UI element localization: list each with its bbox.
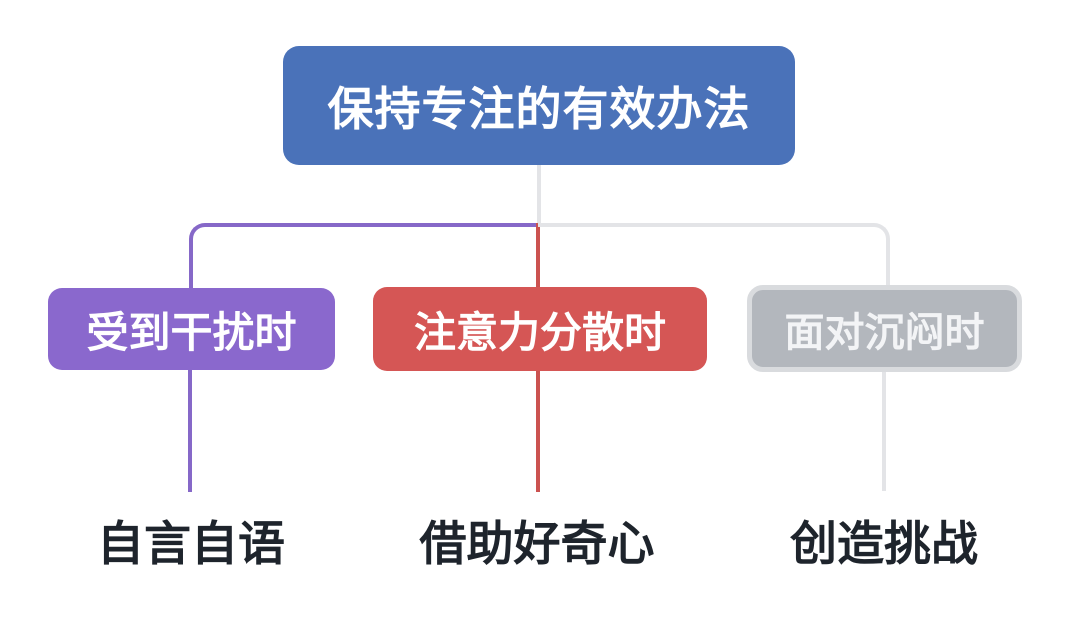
- root-node-label: 保持专注的有效办法: [327, 82, 751, 135]
- branch-node-label: 面对沉闷时: [784, 310, 985, 355]
- connector-branch-middle: [536, 223, 540, 289]
- connector-leaf-middle: [536, 370, 540, 492]
- branch-node-bored[interactable]: 面对沉闷时: [747, 285, 1022, 372]
- branch-node-distracted[interactable]: 注意力分散时: [373, 287, 707, 371]
- connector-leaf-left: [188, 369, 192, 492]
- root-node[interactable]: 保持专注的有效办法: [283, 46, 795, 165]
- branch-node-label: 受到干扰时: [86, 308, 297, 356]
- connector-branch-right: [538, 223, 890, 290]
- connector-root-stem: [537, 164, 541, 225]
- branch-node-label: 注意力分散时: [413, 308, 666, 356]
- leaf-label-challenge[interactable]: 创造挑战: [790, 516, 978, 570]
- connector-leaf-right: [882, 371, 886, 491]
- connector-branch-left: [189, 223, 542, 293]
- leaf-label-self-talk[interactable]: 自言自语: [97, 516, 285, 570]
- branch-node-disturbed[interactable]: 受到干扰时: [48, 288, 335, 370]
- leaf-label-curiosity[interactable]: 借助好奇心: [419, 516, 655, 570]
